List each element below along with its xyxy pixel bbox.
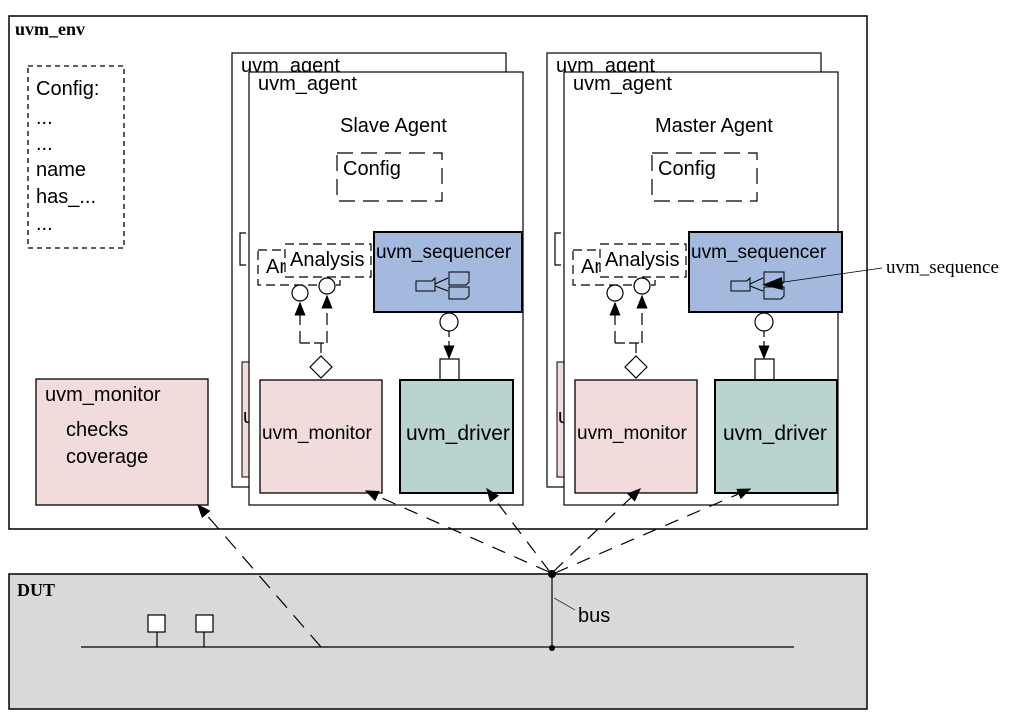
- env-config-line: name: [36, 159, 86, 181]
- monitor-port-diamond-icon: [624, 355, 648, 379]
- bus-to-env-monitor-arrow: [197, 503, 322, 648]
- driver-port-icon: [754, 358, 775, 381]
- agent-config-frame: [651, 152, 758, 202]
- analysis-label: Analysis: [290, 249, 364, 271]
- monitor-box: [259, 379, 383, 494]
- driver-label: uvm_driver: [406, 422, 510, 445]
- back-analysis-bracket: [239, 232, 246, 266]
- bus-callout-line: [553, 597, 576, 611]
- analysis-port-icon: [318, 277, 336, 295]
- analysis-box: [284, 243, 372, 278]
- sequencer-box: [373, 231, 523, 313]
- driver-box: [714, 379, 838, 494]
- bus-to-slave-monitor-arrow: [364, 490, 550, 573]
- analysis-connector: [300, 342, 327, 356]
- driver-port-icon: [439, 358, 460, 381]
- seq-item-port-icon: [439, 312, 459, 332]
- analysis-connector: [615, 342, 642, 356]
- analysis-port-icon: [606, 284, 624, 302]
- sequence-callout-arrowhead-icon: [762, 277, 783, 290]
- env-config-line: Config:: [36, 78, 99, 100]
- dut-frame: [8, 573, 868, 710]
- driver-box: [399, 379, 514, 494]
- sequence-items-icon: [415, 271, 470, 300]
- env-config-line: has_...: [36, 186, 96, 208]
- monitor-label: uvm_monitor: [262, 423, 372, 444]
- analysis-label: Analysis: [605, 249, 679, 271]
- agent-slave: uvm_agent u uvm_agent Slave Agent Config…: [231, 52, 524, 506]
- analysis-port-icon: [291, 284, 309, 302]
- bus-connections: [197, 487, 752, 648]
- sequencer-label: uvm_sequencer: [691, 242, 827, 263]
- analysis-port-icon: [633, 277, 651, 295]
- sequence-callout-label: uvm_sequence: [886, 257, 999, 278]
- seq-item-port-icon: [754, 312, 774, 332]
- env-config-line: ...: [36, 107, 53, 129]
- monitor-box: [574, 379, 698, 494]
- env-monitor: uvm_monitor checks coverage: [35, 378, 209, 506]
- env-monitor-item: coverage: [66, 446, 148, 468]
- back-analysis-bracket: [554, 232, 561, 266]
- agent-role: Slave Agent: [340, 115, 447, 137]
- dut: DUT bus: [8, 570, 868, 710]
- agent-label: uvm_agent: [258, 73, 357, 95]
- env-config-frame: [27, 65, 125, 249]
- bus-to-master-driver-arrow: [554, 488, 752, 574]
- env-config-line: ...: [36, 213, 53, 235]
- env-title: uvm_env: [15, 19, 85, 39]
- env-config-line: ...: [36, 133, 53, 155]
- analysis-back-label: An: [581, 256, 605, 278]
- agent-label: uvm_agent: [573, 73, 672, 95]
- monitor-label: uvm_monitor: [577, 423, 687, 444]
- sequence-callout-line: [776, 267, 883, 284]
- dut-device-icon: [195, 614, 214, 633]
- bus-to-master-monitor-arrow: [552, 488, 642, 573]
- agent-master: uvm_agent u uvm_agent Master Agent Confi…: [546, 52, 843, 506]
- monitor-port-diamond-icon: [309, 355, 333, 379]
- env-monitor-title: uvm_monitor: [45, 384, 161, 406]
- analysis-back-label: An: [266, 256, 290, 278]
- env-config: Config: ... ... name has_... ...: [27, 65, 125, 249]
- agent-role: Master Agent: [655, 115, 773, 137]
- bus-to-slave-driver-arrow: [486, 487, 551, 573]
- env-monitor-item: checks: [66, 419, 128, 441]
- agent-config-label: Config: [658, 158, 716, 180]
- dut-title: DUT: [17, 580, 55, 600]
- env-monitor-box: [35, 378, 209, 506]
- bus-junction-node-icon: [549, 645, 555, 651]
- driver-label: uvm_driver: [723, 422, 827, 445]
- agent-config-frame: [336, 152, 443, 202]
- bus-label: bus: [578, 605, 610, 627]
- sequencer-label: uvm_sequencer: [376, 242, 512, 263]
- sequence-callout: uvm_sequence: [762, 257, 999, 290]
- analysis-box: [599, 243, 687, 278]
- dut-device-icon: [147, 614, 166, 633]
- agent-config-label: Config: [343, 158, 401, 180]
